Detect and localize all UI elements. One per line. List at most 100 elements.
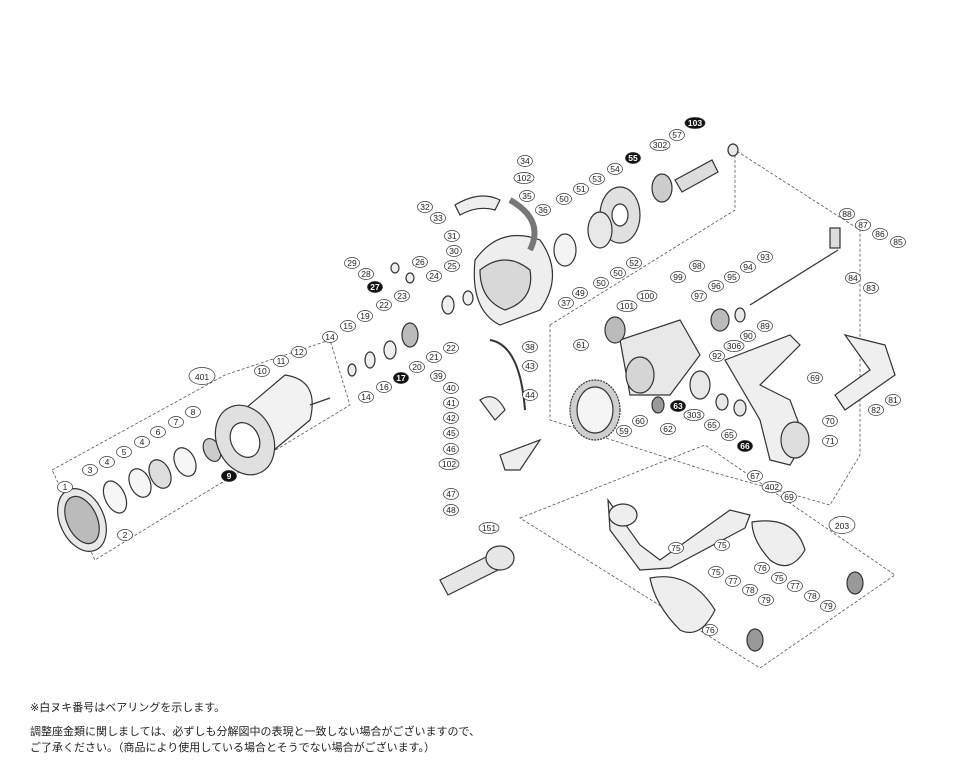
svg-text:99: 99 xyxy=(673,272,683,282)
part-label-79: 79 xyxy=(820,600,836,612)
svg-text:401: 401 xyxy=(195,372,209,382)
svg-text:67: 67 xyxy=(750,471,760,481)
svg-text:39: 39 xyxy=(433,371,443,381)
part-label-4: 4 xyxy=(99,456,115,468)
svg-text:97: 97 xyxy=(694,291,704,301)
svg-text:16: 16 xyxy=(379,382,389,392)
svg-text:30: 30 xyxy=(449,246,459,256)
svg-text:6: 6 xyxy=(156,427,161,437)
part-label-39: 39 xyxy=(430,370,446,382)
part-label-9: 9 xyxy=(221,470,237,482)
part-label-46: 46 xyxy=(443,443,459,455)
svg-text:93: 93 xyxy=(760,252,770,262)
svg-text:102: 102 xyxy=(442,459,456,469)
svg-text:43: 43 xyxy=(525,361,535,371)
svg-text:75: 75 xyxy=(774,573,784,583)
svg-text:50: 50 xyxy=(613,268,623,278)
part-label-47: 47 xyxy=(443,488,459,500)
part-label-402: 402 xyxy=(761,481,783,493)
exploded-parts-diagram: 1234456789101112141415161719202122222324… xyxy=(51,117,906,669)
part-label-4: 4 xyxy=(134,436,150,448)
svg-text:15: 15 xyxy=(343,321,353,331)
svg-text:402: 402 xyxy=(765,482,779,492)
svg-text:83: 83 xyxy=(866,283,876,293)
svg-text:60: 60 xyxy=(635,416,645,426)
part-label-16: 16 xyxy=(376,381,392,393)
part-label-60: 60 xyxy=(632,415,648,427)
svg-text:21: 21 xyxy=(429,352,439,362)
part-label-34: 34 xyxy=(517,155,533,167)
part-label-100: 100 xyxy=(636,290,658,302)
svg-text:70: 70 xyxy=(825,416,835,426)
part-label-22: 22 xyxy=(376,299,392,311)
part-label-89: 89 xyxy=(757,320,773,332)
handle-knob-tool xyxy=(439,545,515,596)
part-label-88: 88 xyxy=(839,208,855,220)
part-label-48: 48 xyxy=(443,504,459,516)
part-label-102: 102 xyxy=(438,458,460,470)
svg-text:14: 14 xyxy=(325,332,335,342)
part-label-96: 96 xyxy=(708,280,724,292)
svg-text:59: 59 xyxy=(619,426,629,436)
part-label-11: 11 xyxy=(273,355,289,367)
part-label-43: 43 xyxy=(522,360,538,372)
svg-text:92: 92 xyxy=(712,351,722,361)
part-label-26: 26 xyxy=(412,256,428,268)
part-number-labels: 1234456789101112141415161719202122222324… xyxy=(57,117,906,636)
svg-text:51: 51 xyxy=(576,184,586,194)
svg-text:35: 35 xyxy=(522,191,532,201)
part-label-203: 203 xyxy=(828,516,856,534)
svg-text:302: 302 xyxy=(653,140,667,150)
part-label-93: 93 xyxy=(757,251,773,263)
part-label-75: 75 xyxy=(668,542,684,554)
svg-text:82: 82 xyxy=(871,405,881,415)
part-label-78: 78 xyxy=(804,590,820,602)
svg-text:78: 78 xyxy=(807,591,817,601)
part-label-22: 22 xyxy=(443,342,459,354)
svg-text:22: 22 xyxy=(379,300,389,310)
svg-text:90: 90 xyxy=(743,331,753,341)
svg-text:69: 69 xyxy=(810,373,820,383)
svg-text:27: 27 xyxy=(370,282,380,292)
svg-text:29: 29 xyxy=(347,258,357,268)
part-label-44: 44 xyxy=(522,389,538,401)
footnotes: ※白ヌキ番号はベアリングを示します。 調整座金類に関しましては、必ずしも分解図中… xyxy=(30,700,930,756)
svg-text:5: 5 xyxy=(122,447,127,457)
part-label-3: 3 xyxy=(82,464,98,476)
part-label-69: 69 xyxy=(807,372,823,384)
svg-text:28: 28 xyxy=(361,269,371,279)
svg-text:76: 76 xyxy=(705,625,715,635)
svg-text:40: 40 xyxy=(446,383,456,393)
part-label-92: 92 xyxy=(709,350,725,362)
part-label-102: 102 xyxy=(513,172,535,184)
part-label-14: 14 xyxy=(358,391,374,403)
part-label-19: 19 xyxy=(357,310,373,322)
part-label-14: 14 xyxy=(322,331,338,343)
svg-text:98: 98 xyxy=(692,261,702,271)
svg-text:62: 62 xyxy=(663,424,673,434)
svg-text:46: 46 xyxy=(446,444,456,454)
spool-assembly xyxy=(57,374,331,552)
part-label-6: 6 xyxy=(150,426,166,438)
part-label-303: 303 xyxy=(683,409,705,421)
part-label-41: 41 xyxy=(443,397,459,409)
svg-text:75: 75 xyxy=(717,540,727,550)
part-label-40: 40 xyxy=(443,382,459,394)
svg-text:69: 69 xyxy=(784,492,794,502)
svg-text:84: 84 xyxy=(848,273,858,283)
svg-text:25: 25 xyxy=(447,261,457,271)
part-label-20: 20 xyxy=(409,361,425,373)
svg-text:20: 20 xyxy=(412,362,422,372)
svg-text:32: 32 xyxy=(420,202,430,212)
part-label-33: 33 xyxy=(430,212,446,224)
part-label-79: 79 xyxy=(758,594,774,606)
part-label-69: 69 xyxy=(781,491,797,503)
part-label-37: 37 xyxy=(558,297,574,309)
body-group-frame xyxy=(549,149,861,506)
spool-group-frame xyxy=(51,339,351,561)
part-label-12: 12 xyxy=(291,346,307,358)
part-label-75: 75 xyxy=(771,572,787,584)
svg-text:94: 94 xyxy=(743,262,753,272)
part-label-10: 10 xyxy=(254,365,270,377)
part-label-51: 51 xyxy=(573,183,589,195)
